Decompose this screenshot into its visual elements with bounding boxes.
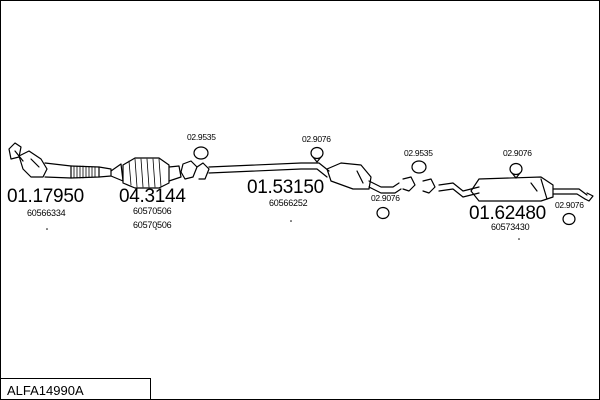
fitting-label-1: 02.9535 — [187, 132, 216, 142]
part-ref-2: 60570506 — [133, 206, 172, 216]
part-number-1: 01.17950 — [7, 186, 84, 207]
fitting-label-5: 02.9076 — [371, 193, 400, 203]
reference-dots — [46, 220, 520, 240]
fitting-label-4: 02.9076 — [503, 148, 532, 158]
gasket-drawings — [180, 160, 436, 194]
front-pipe-drawing — [8, 142, 112, 179]
part-ref-2b: 60570506 — [133, 220, 172, 230]
catalytic-converter-drawing — [110, 157, 182, 189]
clamp-drawings — [193, 146, 576, 226]
part-number-2: 04.3144 — [119, 186, 186, 207]
fitting-label-6: 02.9076 — [555, 200, 584, 210]
part-number-3: 01.53150 — [247, 177, 324, 198]
part-ref-4: 60573430 — [491, 222, 530, 232]
part-ref-1: 60566334 — [27, 208, 66, 218]
fitting-label-3: 02.9535 — [404, 148, 433, 158]
fitting-label-2: 02.9076 — [302, 134, 331, 144]
part-number-4: 01.62480 — [469, 203, 546, 224]
kit-code-box: ALFA14990A — [1, 378, 151, 399]
kit-code: ALFA14990A — [7, 383, 84, 398]
middle-pipe-drawing — [208, 162, 402, 194]
rear-silencer-drawing — [438, 176, 594, 202]
part-ref-3: 60566252 — [269, 198, 308, 208]
